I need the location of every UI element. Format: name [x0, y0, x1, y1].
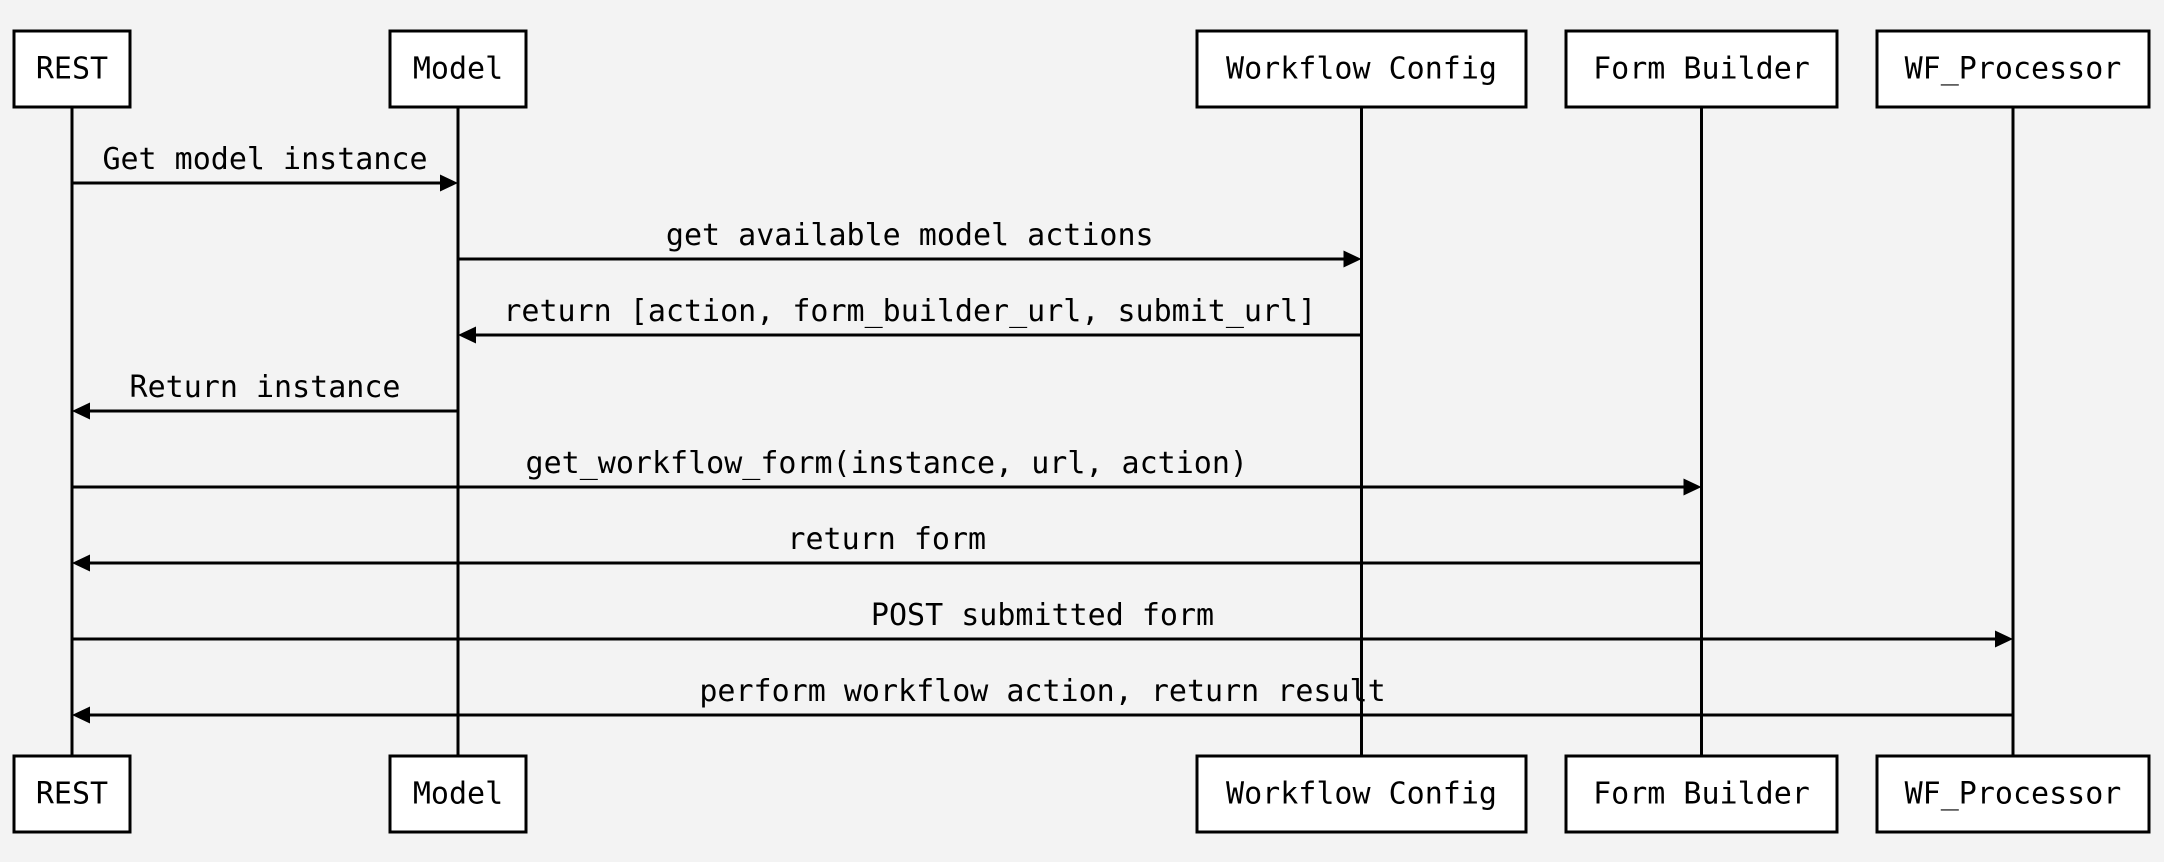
participant-box: [1875, 29, 2151, 109]
participant-box: [1195, 754, 1528, 834]
message-5: get_workflow_form(instance, url, action): [72, 446, 1702, 496]
arrowhead-icon: [72, 554, 90, 572]
message-6: return form: [72, 522, 1702, 572]
message-label: return form: [787, 522, 986, 557]
participant-model-top: Model: [388, 29, 528, 109]
participants-bottom: REST Model Workflow Config Form Builder WF_P…: [12, 754, 2151, 834]
participant-label: REST: [36, 777, 108, 812]
participant-label: WF_Processor: [1905, 777, 2122, 812]
lifelines: [70, 107, 2015, 756]
arrowhead-icon: [1683, 478, 1702, 496]
arrowhead-icon: [1995, 630, 2013, 648]
participant-form_builder-top: Form Builder: [1564, 29, 1839, 109]
message-1: Get model instance: [72, 142, 458, 192]
participant-rest-top: REST: [12, 29, 132, 109]
message-label: Return instance: [130, 370, 401, 405]
arrowhead-icon: [72, 402, 90, 420]
message-label: get_workflow_form(instance, url, action): [526, 446, 1248, 481]
participant-wf_processor-bottom: WF_Processor: [1875, 754, 2151, 834]
arrowhead-icon: [458, 326, 476, 344]
participant-workflow_config-bottom: Workflow Config: [1195, 754, 1528, 834]
message-label: POST submitted form: [871, 598, 1214, 633]
participant-label: Model: [413, 777, 503, 812]
participant-box: [1875, 754, 2151, 834]
participant-label: Form Builder: [1593, 777, 1810, 812]
participant-box: [12, 29, 132, 109]
participant-label: Form Builder: [1593, 52, 1810, 87]
message-7: POST submitted form: [72, 598, 2013, 648]
participant-workflow_config-top: Workflow Config: [1195, 29, 1528, 109]
participant-box: [1564, 754, 1839, 834]
participant-model-bottom: Model: [388, 754, 528, 834]
participant-box: [388, 754, 528, 834]
message-3: return [action, form_builder_url, submit…: [458, 294, 1362, 344]
arrowhead-icon: [440, 174, 458, 192]
message-4: Return instance: [72, 370, 458, 420]
participant-label: Workflow Config: [1226, 777, 1497, 812]
participant-label: Workflow Config: [1226, 52, 1497, 87]
message-label: Get model instance: [102, 142, 427, 177]
participant-label: Model: [413, 52, 503, 87]
participants-top: REST Model Workflow Config Form Builder WF_P…: [12, 29, 2151, 109]
participant-label: WF_Processor: [1905, 52, 2122, 87]
message-8: perform workflow action, return result: [72, 674, 2013, 724]
participant-form_builder-bottom: Form Builder: [1564, 754, 1839, 834]
participant-label: REST: [36, 52, 108, 87]
message-label: get available model actions: [666, 218, 1154, 253]
arrowhead-icon: [1343, 250, 1362, 268]
message-label: perform workflow action, return result: [699, 674, 1385, 709]
participant-box: [1195, 29, 1528, 109]
participant-rest-bottom: REST: [12, 754, 132, 834]
participant-box: [12, 754, 132, 834]
messages: Get model instance get available model ac…: [72, 142, 2013, 724]
participant-wf_processor-top: WF_Processor: [1875, 29, 2151, 109]
participant-box: [1564, 29, 1839, 109]
arrowhead-icon: [72, 706, 90, 724]
message-2: get available model actions: [458, 218, 1362, 268]
participant-box: [388, 29, 528, 109]
message-label: return [action, form_builder_url, submit…: [503, 294, 1316, 329]
